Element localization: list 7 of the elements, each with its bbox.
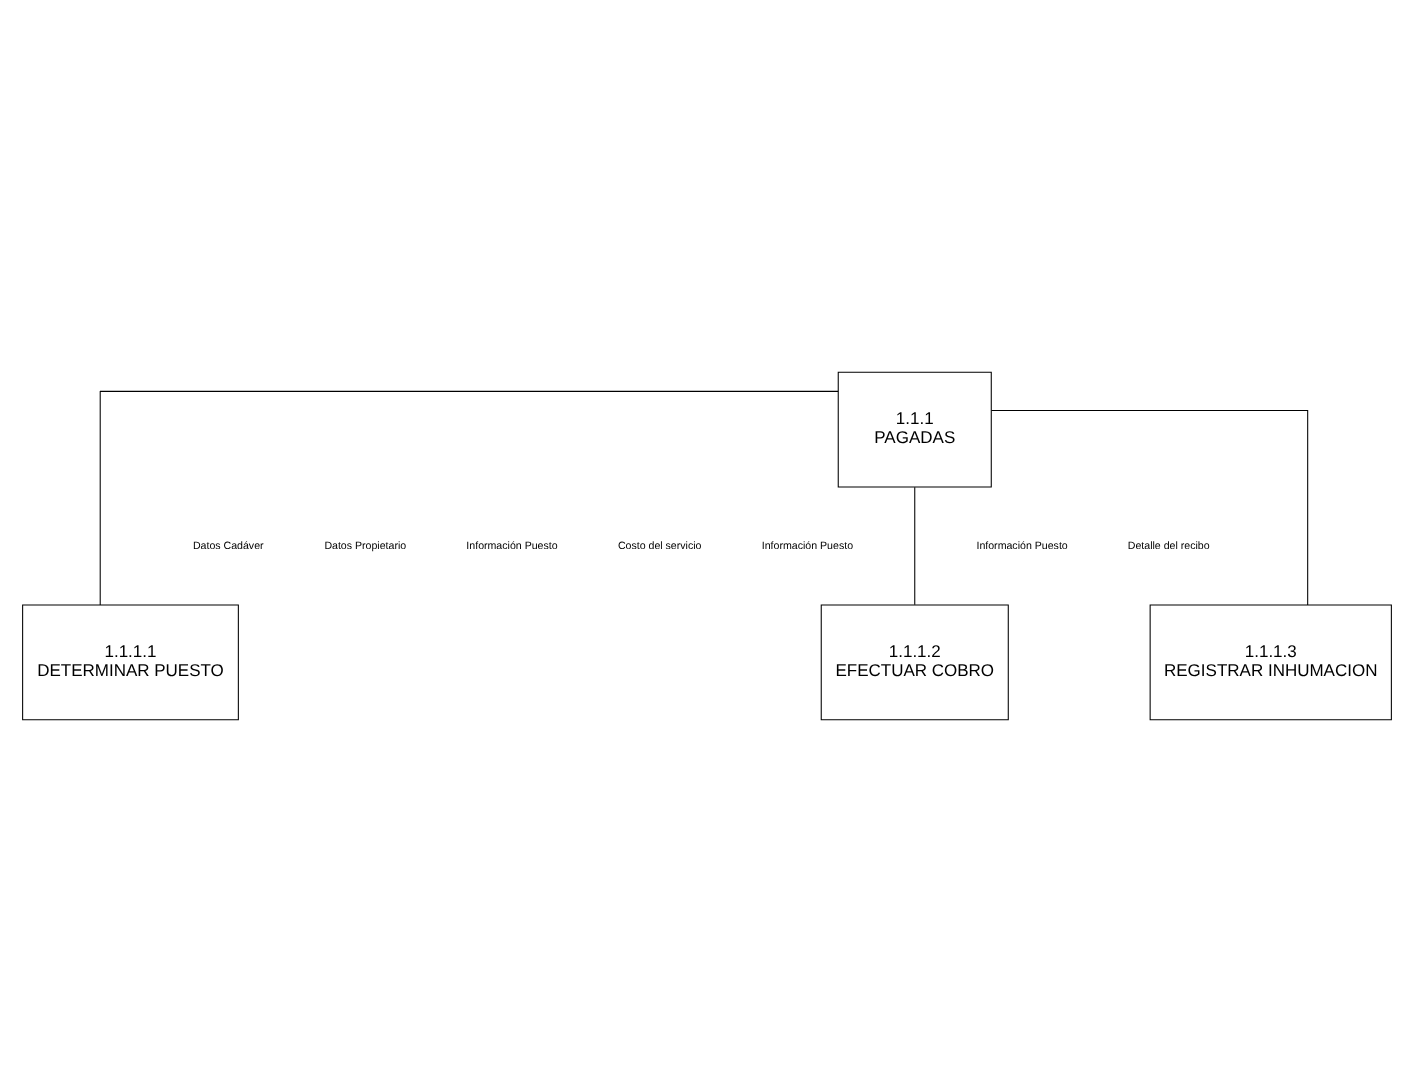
node-box: 1.1.1 PAGADAS: [837, 371, 992, 488]
node-box: 1.1.1.3 REGISTRAR INHUMACION: [1149, 604, 1392, 721]
connector: [99, 390, 839, 606]
connector: [990, 410, 1309, 606]
node-box: 1.1.1.2 EFECTUAR COBRO: [820, 604, 1009, 721]
connector: [914, 486, 916, 606]
node-box: 1.1.1.1 DETERMINAR PUESTO: [22, 604, 239, 721]
